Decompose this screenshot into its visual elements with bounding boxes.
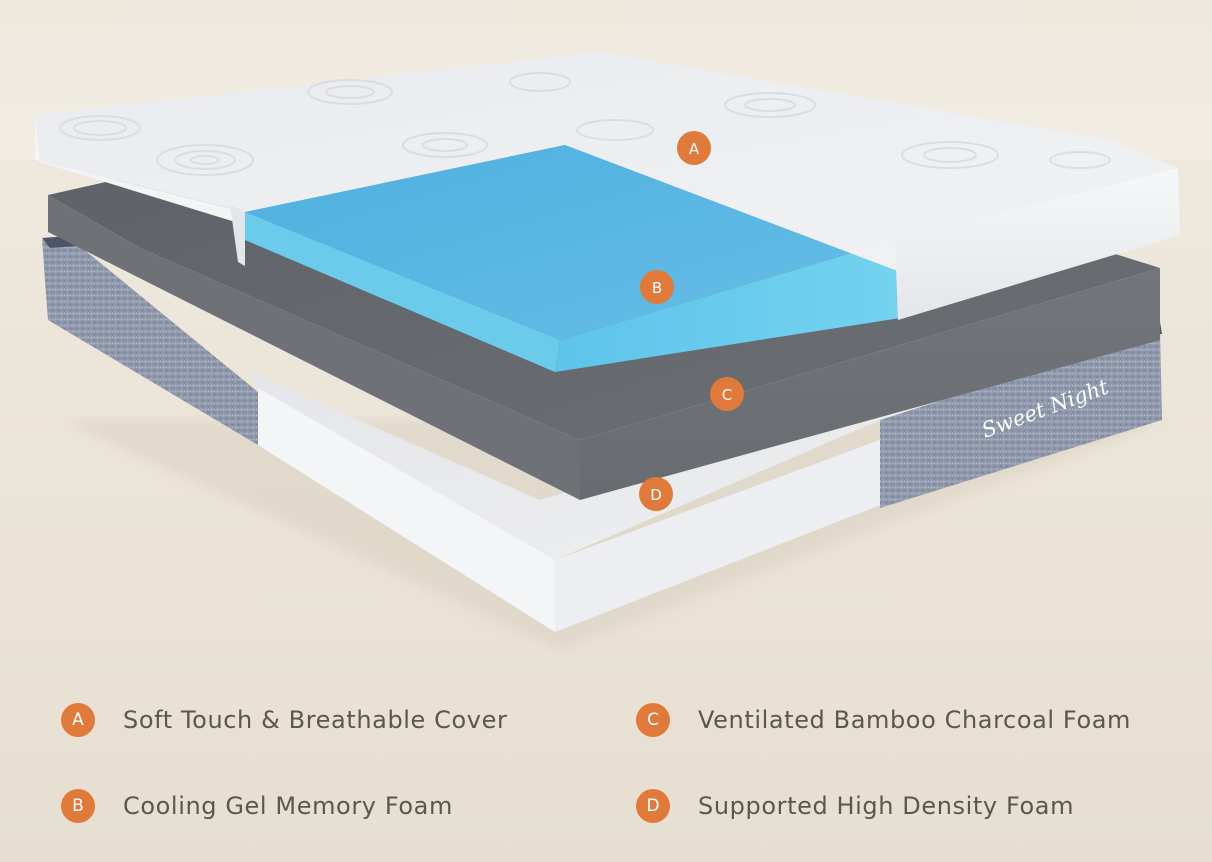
charcoal-front-right-face	[580, 268, 1160, 500]
svg-text:D: D	[650, 486, 662, 504]
layer-a-cover	[35, 52, 1180, 320]
marker-d: D	[639, 477, 673, 511]
layer-d-base-foam: Sweet Night	[42, 236, 1162, 632]
svg-text:B: B	[652, 279, 662, 297]
legend-item-a: A Soft Touch & Breathable Cover	[61, 700, 507, 740]
legend-label-d: Supported High Density Foam	[698, 792, 1075, 820]
badge-c: C	[636, 703, 670, 737]
legend-item-d: D Supported High Density Foam	[636, 786, 1074, 826]
cover-swirl-pattern	[59, 72, 1111, 176]
cover-fold-left	[230, 205, 245, 266]
svg-text:A: A	[689, 140, 700, 158]
marker-c: C	[710, 377, 744, 411]
knit-side-panel-right	[880, 330, 1162, 508]
mattress-illustration: Sweet Night	[0, 0, 1212, 650]
marker-b: B	[640, 270, 674, 304]
base-top-face	[250, 318, 1160, 560]
badge-b: B	[61, 789, 95, 823]
legend-label-c: Ventilated Bamboo Charcoal Foam	[698, 706, 1132, 734]
legend-label-b: Cooling Gel Memory Foam	[123, 792, 453, 820]
legend-item-c: C Ventilated Bamboo Charcoal Foam	[636, 700, 1131, 740]
cover-top-face	[35, 52, 1178, 270]
gel-front-left-face	[245, 212, 560, 372]
layer-legend: A Soft Touch & Breathable Cover B Coolin…	[0, 690, 1212, 862]
legend-label-a: Soft Touch & Breathable Cover	[123, 706, 508, 734]
marker-a: A	[677, 131, 711, 165]
badge-a: A	[61, 703, 95, 737]
knit-side-panel-left	[42, 238, 258, 445]
legend-item-b: B Cooling Gel Memory Foam	[61, 786, 453, 826]
svg-text:C: C	[722, 386, 732, 404]
gel-front-right-face	[555, 240, 900, 372]
charcoal-front-left-face	[48, 195, 580, 500]
badge-d: D	[636, 789, 670, 823]
cover-front-face	[895, 168, 1180, 320]
